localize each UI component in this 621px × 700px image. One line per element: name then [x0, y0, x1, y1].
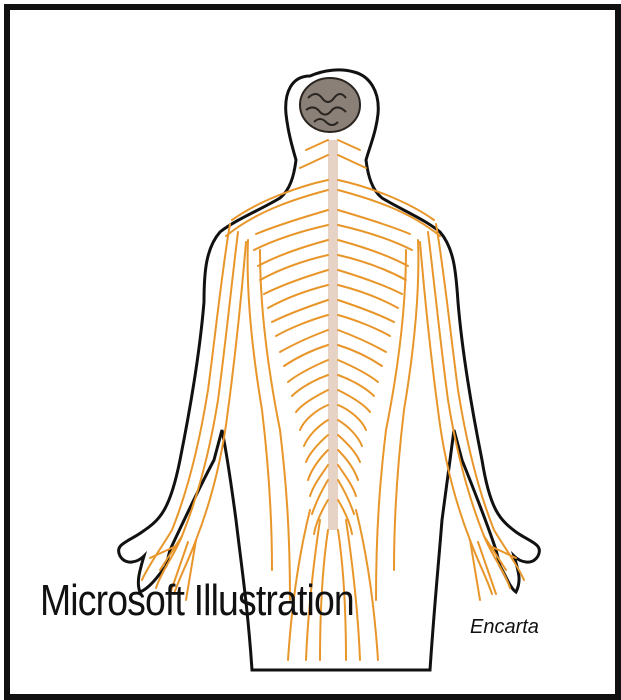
- watermark-text: Microsoft Illustration: [40, 575, 354, 627]
- brain-icon: [300, 78, 360, 132]
- credit-text: Encarta: [470, 616, 539, 639]
- spinal-cord: [328, 140, 338, 530]
- illustration-frame: Microsoft Illustration Encarta: [4, 4, 621, 700]
